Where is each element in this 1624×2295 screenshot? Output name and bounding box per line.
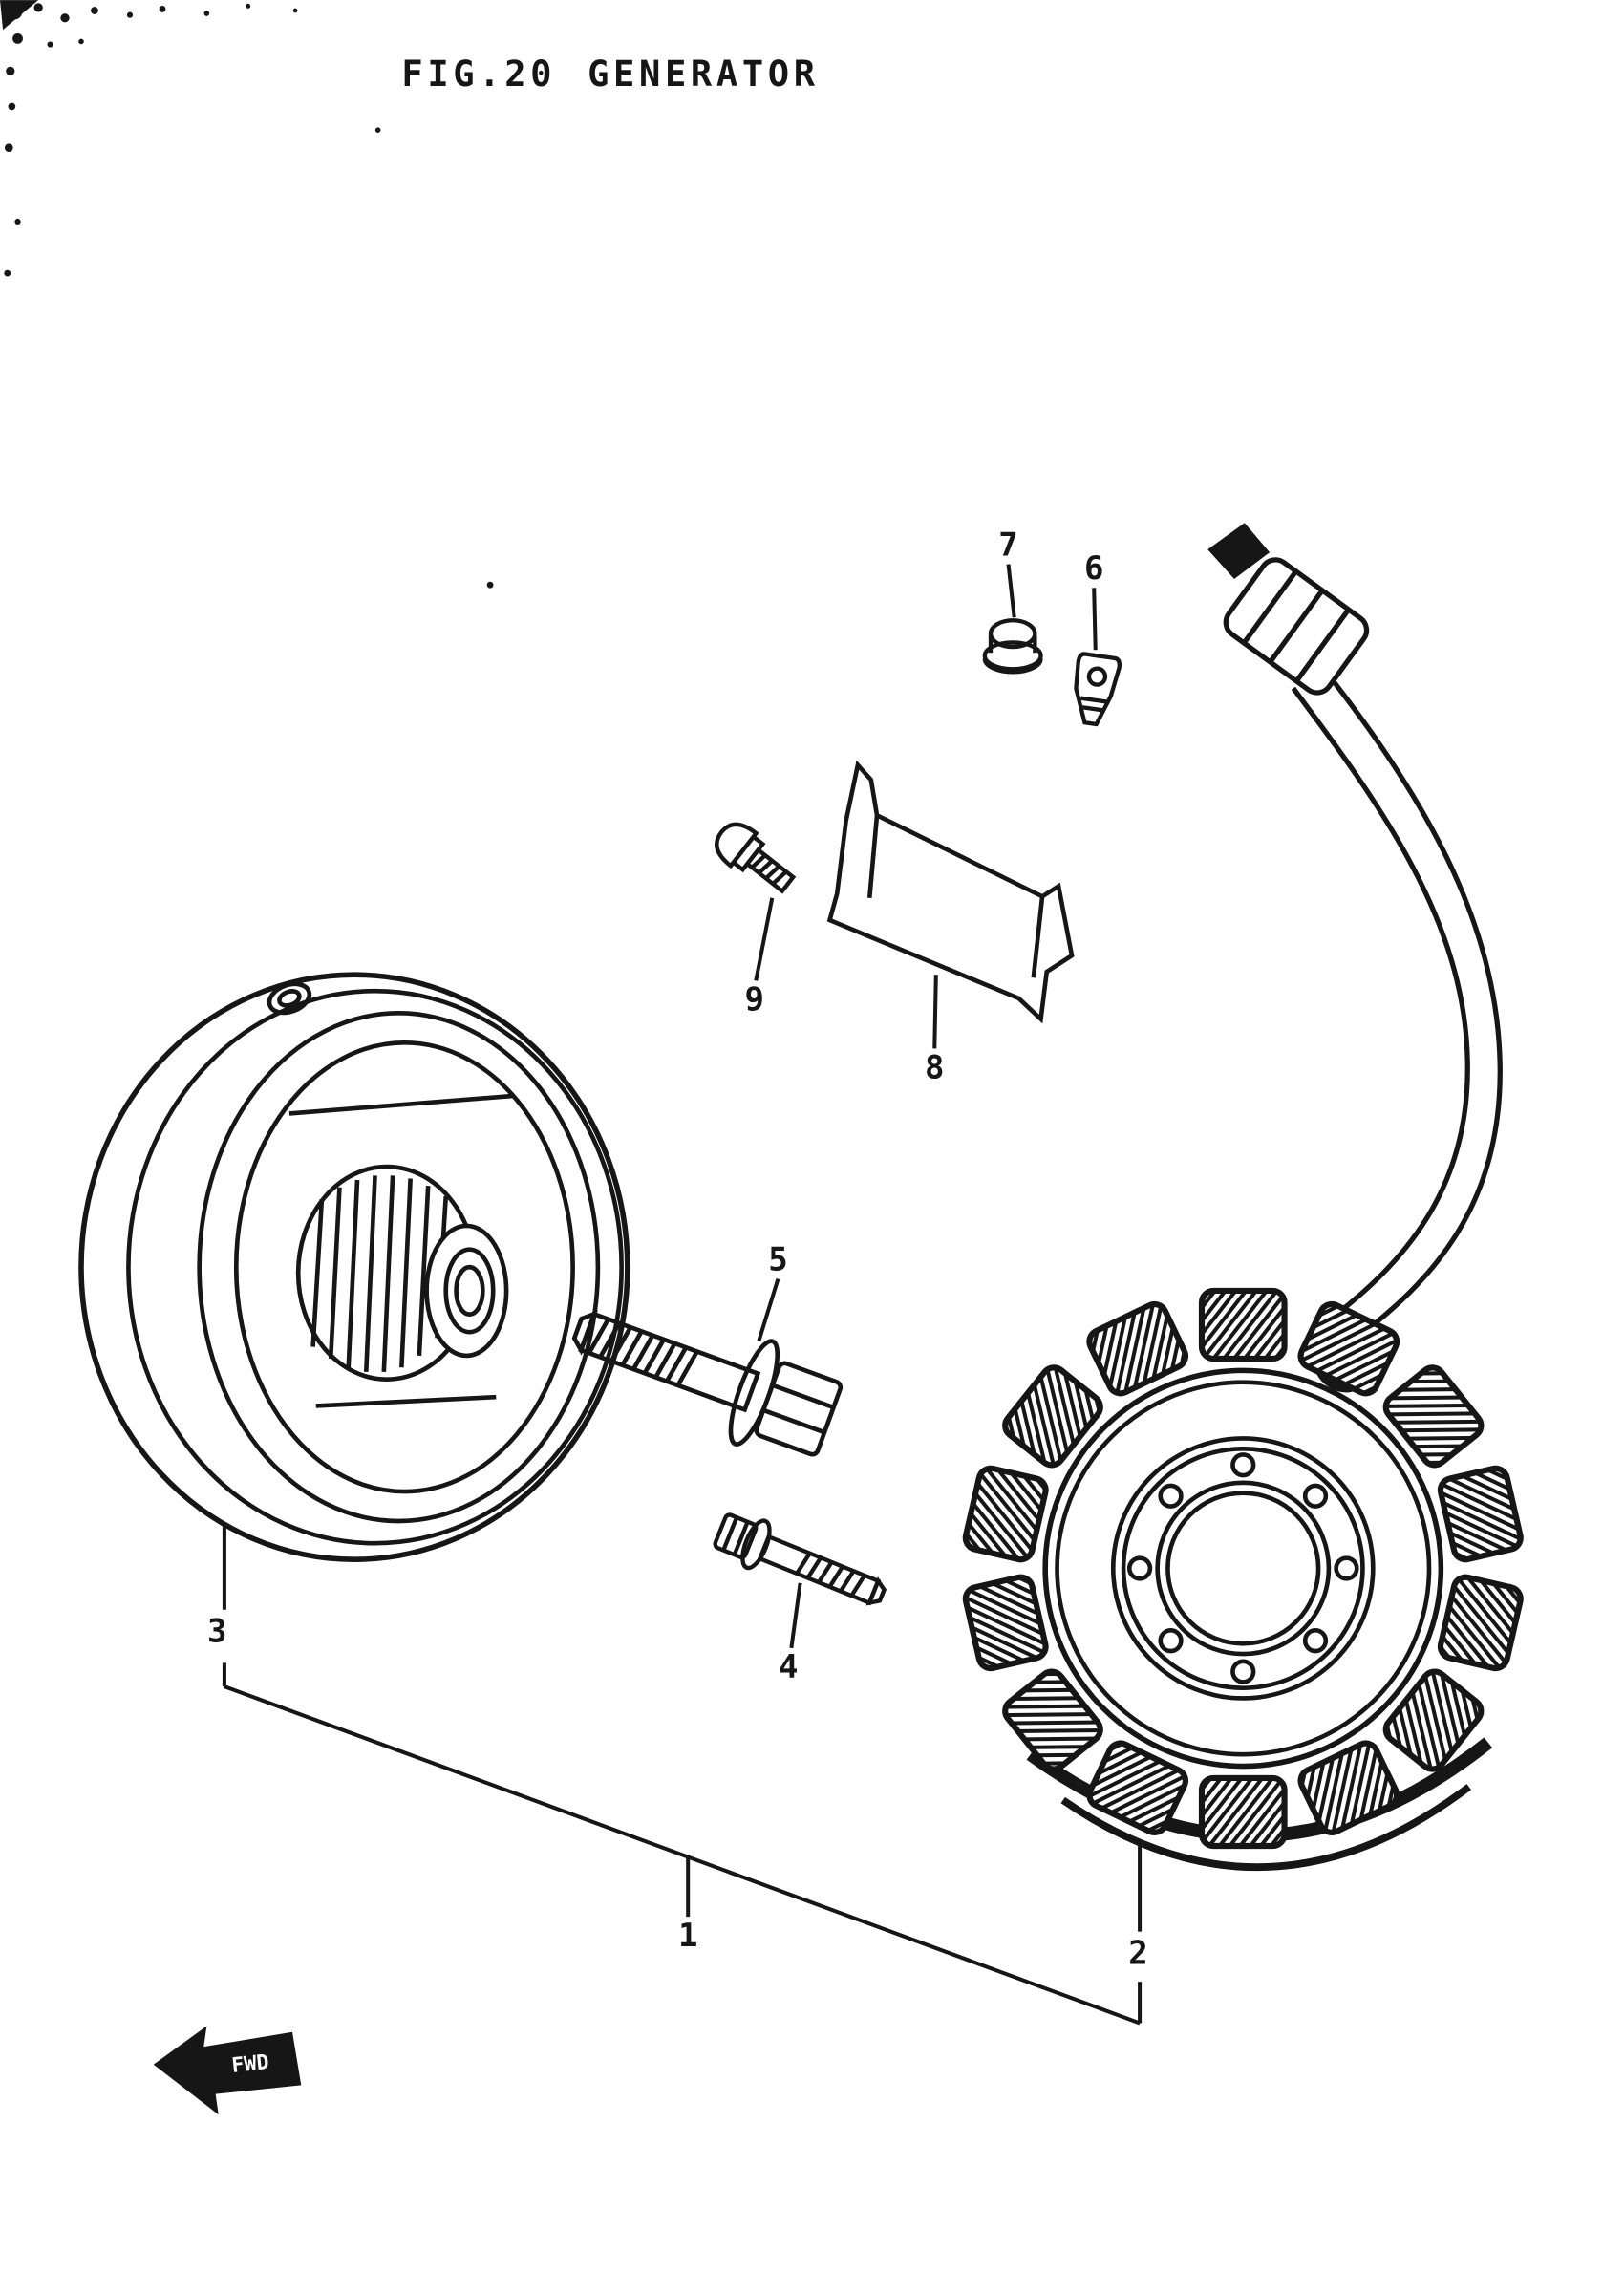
cover-screw (715, 822, 797, 894)
rotor-balance-hole (267, 981, 312, 1016)
figure-title: FIG.20 GENERATOR (401, 54, 820, 95)
flanged-nut (982, 618, 1043, 675)
figure-number: FIG.20 (401, 54, 556, 95)
stator-assembly (963, 523, 1523, 1872)
screw-shank (744, 847, 797, 894)
hub-center-bore (443, 1247, 496, 1335)
callout-7: 7 (998, 525, 1017, 564)
lead-terminal (1074, 652, 1122, 727)
callout-8: 8 (925, 1048, 944, 1086)
stator-bolt (713, 1512, 887, 1606)
callout-6: 6 (1084, 549, 1103, 588)
callout-2: 2 (1128, 1935, 1147, 1973)
rotor-bolt (571, 1310, 844, 1457)
callout-lines (222, 564, 1143, 2026)
bolt-washer (728, 1339, 780, 1447)
fwd-label: FWD (230, 2050, 269, 2078)
screw-head (715, 822, 759, 869)
harness-connector-end (1207, 523, 1271, 579)
bolt-shank (578, 1311, 761, 1413)
small-bolt-head (713, 1512, 759, 1559)
scan-noise (0, 0, 494, 589)
fwd-marker: FWD (153, 2026, 302, 2115)
flywheel-rotor (78, 972, 630, 1562)
stator-center-hole (1155, 1480, 1332, 1657)
callout-5: 5 (768, 1240, 787, 1278)
wire-harness (1291, 666, 1503, 1343)
wire-guard-plate (826, 760, 1075, 1024)
small-bolt-shank (757, 1534, 882, 1606)
callout-1: 1 (678, 1917, 697, 1955)
rotor-magnet-ring (233, 1040, 575, 1494)
group-line-part1 (224, 1684, 1141, 2026)
stator-core (1042, 1367, 1444, 1770)
stator-bolt-holes (1126, 1452, 1359, 1684)
callout-3: 3 (207, 1613, 226, 1651)
figure-name: GENERATOR (588, 54, 820, 95)
callout-labels: 7 6 9 8 5 4 3 1 2 (207, 525, 1148, 1972)
bolt-hex-head (754, 1361, 844, 1457)
rotor-inner-wall (197, 1011, 601, 1524)
stator-ring-inner (1055, 1380, 1432, 1757)
fwd-arrow-icon (153, 2026, 302, 2115)
rotor-rim-edge (126, 988, 624, 1546)
callout-9: 9 (744, 980, 763, 1019)
harness-grommet (1223, 557, 1370, 696)
callout-4: 4 (779, 1648, 798, 1686)
rotor-outer-rim (78, 972, 630, 1562)
